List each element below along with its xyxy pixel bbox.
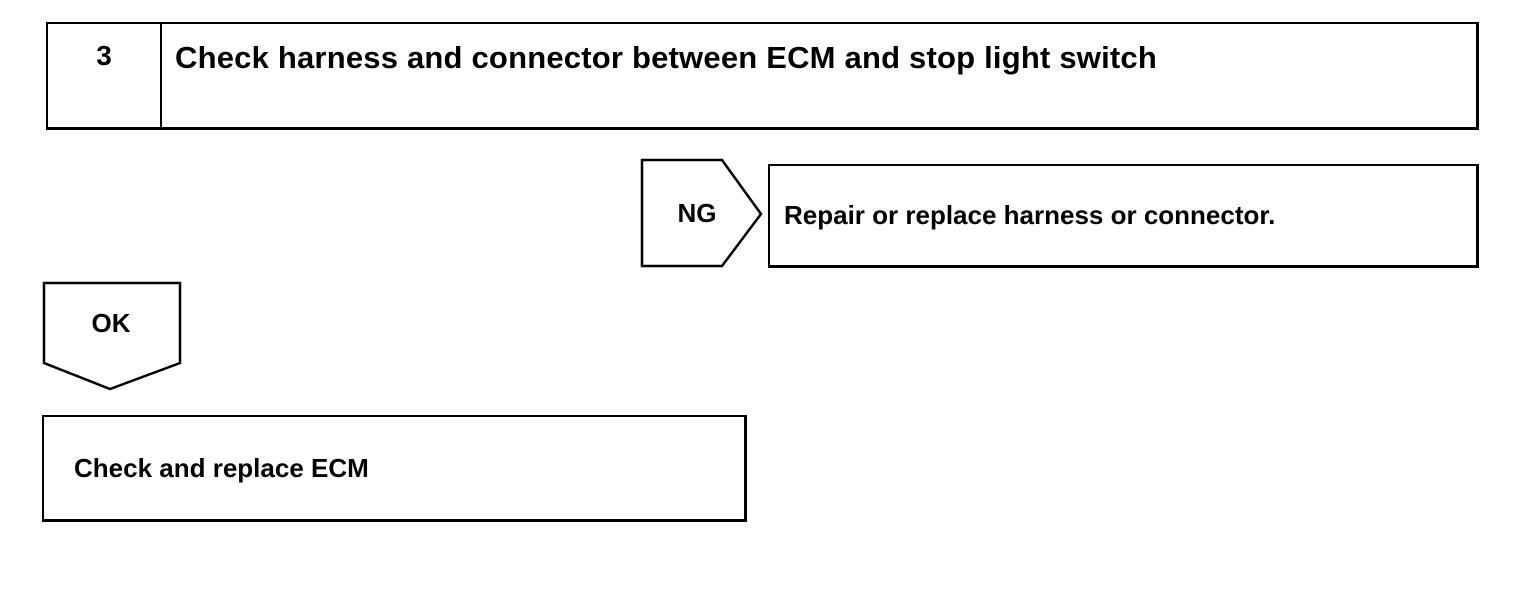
step-title: Check harness and connector between ECM … (175, 40, 1157, 75)
step-box: 3 Check harness and connector between EC… (46, 22, 1479, 130)
ok-action-text: Check and replace ECM (74, 453, 369, 483)
ng-arrow-shape (640, 158, 763, 268)
ng-label: NG (677, 198, 717, 228)
ok-arrow-shape (42, 281, 182, 391)
ok-label: OK (91, 308, 131, 338)
ng-action-text: Repair or replace harness or connector. (784, 200, 1276, 230)
ng-action-box: Repair or replace harness or connector. (768, 164, 1479, 268)
step-divider (160, 24, 162, 127)
step-number: 3 (96, 40, 112, 71)
ok-action-box: Check and replace ECM (42, 415, 747, 522)
